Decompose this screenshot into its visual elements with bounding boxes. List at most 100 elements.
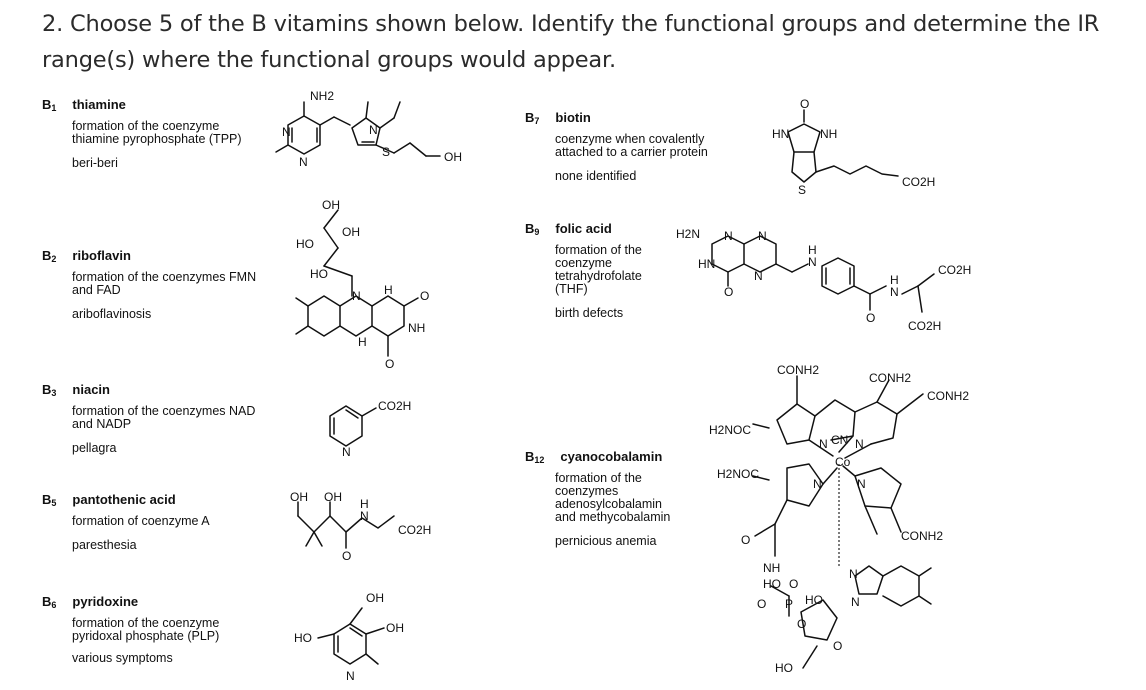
hydrogen-label: H <box>890 273 899 287</box>
hydroxyl-label: HO <box>296 237 314 251</box>
hydroxyl-label: OH <box>386 621 404 635</box>
carboxylic-acid-label: CO2H <box>908 319 941 333</box>
vitamin-letter: B <box>525 449 535 464</box>
vitamin-number: 5 <box>51 498 57 508</box>
ring-nitrogen-label: N <box>346 669 355 683</box>
carboxylic-acid-label: CO2H <box>398 523 431 537</box>
valeric-side-chain <box>815 165 899 177</box>
thiamine-structure: NH2 N N N S OH <box>275 89 462 169</box>
vitamin-name: riboflavin <box>72 248 131 263</box>
ring-nitrogen-label: N <box>813 477 822 491</box>
hydroxyl-label: OH <box>342 225 360 239</box>
ring-nitrogen-label: N <box>282 125 291 139</box>
vitamin-letter: B <box>42 492 52 507</box>
lactam-nh-label: HN <box>698 257 715 271</box>
hydroxyl-label: HO <box>763 577 781 591</box>
ether-oxygen-label: O <box>797 617 806 631</box>
vitamin-name: thiamine <box>72 97 126 112</box>
amide-label: H2NOC <box>709 423 751 437</box>
urea-nh-label: HN <box>772 127 789 141</box>
carbonyl-oxygen-label: O <box>800 97 809 111</box>
sulfur-label: S <box>382 145 390 159</box>
thiazolium-nitrogen-label: N <box>369 123 378 137</box>
side-chains <box>752 375 924 557</box>
carbonyl-oxygen-label: O <box>420 289 429 303</box>
ring-nitrogen-label: N <box>724 229 733 243</box>
vitamin-number: 3 <box>51 388 57 398</box>
ribityl-chain <box>323 209 353 297</box>
ring-nitrogen-label: N <box>754 269 763 283</box>
ring-oxygen-label: O <box>833 639 842 653</box>
pyridine-ring <box>333 623 367 665</box>
vitamin-deficiency: birth defects <box>555 306 624 320</box>
vitamin-deficiency: ariboflavinosis <box>72 307 152 321</box>
amide-label: CONH2 <box>869 371 911 385</box>
ring-nitrogen-label: N <box>342 445 351 459</box>
vitamin-name: cyanocobalamin <box>560 449 663 464</box>
cyanocobalamin-structure: CONH2 CONH2 CONH2 H2NOC H2NOC CONH2 N CN… <box>709 363 969 675</box>
niacin-structure: N CO2H <box>329 399 411 459</box>
vitamin-letter: B <box>42 382 52 397</box>
carboxylic-acid-label: CO2H <box>902 175 935 189</box>
vitamin-number: 6 <box>51 600 57 610</box>
biotin-structure: O HN NH S CO2H <box>772 97 935 197</box>
vitamin-name: niacin <box>72 382 110 397</box>
amide-nitrogen-label: N <box>360 509 369 523</box>
amide-nitrogen-label: N <box>890 285 899 299</box>
vitamin-number: 7 <box>534 116 540 126</box>
hydroxyl-label: HO <box>775 661 793 675</box>
vitamin-function: formation of the coenzymes NAD and NADP <box>72 404 256 431</box>
benzene-ring <box>821 257 855 295</box>
vitamin-deficiency: pernicious anemia <box>555 534 657 548</box>
hydroxyl-label: HO <box>805 593 823 607</box>
vitamin-function: formation of the coenzymes FMN and FAD <box>72 270 257 297</box>
ring-nitrogen-label: N <box>849 567 858 581</box>
hydroxyl-label: OH <box>322 198 340 212</box>
hydroxyl-label: OH <box>324 490 342 504</box>
cyano-label: CN <box>831 433 848 447</box>
ring-nitrogen-label: N <box>299 155 308 169</box>
phosphate-oxygen-label: O <box>757 597 766 611</box>
amino-group-label: H2N <box>676 227 700 241</box>
vitamin-letter: B <box>42 248 52 263</box>
ring-nitrogen-label: N <box>857 477 866 491</box>
cobalt-label: Co <box>835 455 851 469</box>
question-text: 2. Choose 5 of the B vitamins shown belo… <box>42 11 1100 73</box>
riboflavin-structure: OH OH HO HO N H O NH H O <box>295 198 429 371</box>
vitamin-number: 12 <box>534 455 545 465</box>
hydrogen-label: H <box>358 335 367 349</box>
hydroxyl-label: OH <box>444 150 462 164</box>
vitamin-function: formation of the coenzyme tetrahydrofola… <box>555 243 642 296</box>
thiazole-ring <box>351 101 441 157</box>
vitamin-name: pyridoxine <box>72 594 139 609</box>
vitamin-function: formation of the coenzymes adenosylcobal… <box>555 471 671 524</box>
ring-nitrogen-label: N <box>758 229 767 243</box>
vitamin-letter: B <box>42 594 52 609</box>
dimethylbenzimidazole <box>854 565 932 607</box>
vitamin-deficiency: pellagra <box>72 441 117 455</box>
carbonyl-oxygen-label: O <box>385 357 394 371</box>
vitamin-function: coenzyme when covalently attached to a c… <box>555 132 708 159</box>
amide-label: CONH2 <box>927 389 969 403</box>
amino-group-label: NH2 <box>310 89 334 103</box>
vitamin-name: folic acid <box>555 221 612 236</box>
hydrogen-label: H <box>808 243 817 257</box>
imide-nh-label: NH <box>408 321 425 335</box>
pyrimidine-ring <box>275 101 351 155</box>
ring-nitrogen-label: N <box>851 595 860 609</box>
amide-label: H2NOC <box>717 467 759 481</box>
carbon-chain <box>297 515 395 533</box>
vitamin-deficiency: beri-beri <box>72 156 118 170</box>
vitamin-number: 9 <box>534 227 540 237</box>
hydroxyl-label: OH <box>290 490 308 504</box>
phosphate-ribose <box>770 585 838 669</box>
amine-nitrogen-label: N <box>808 255 817 269</box>
carbonyl-oxygen-label: O <box>342 549 351 563</box>
vitamin-letter: B <box>42 97 52 112</box>
